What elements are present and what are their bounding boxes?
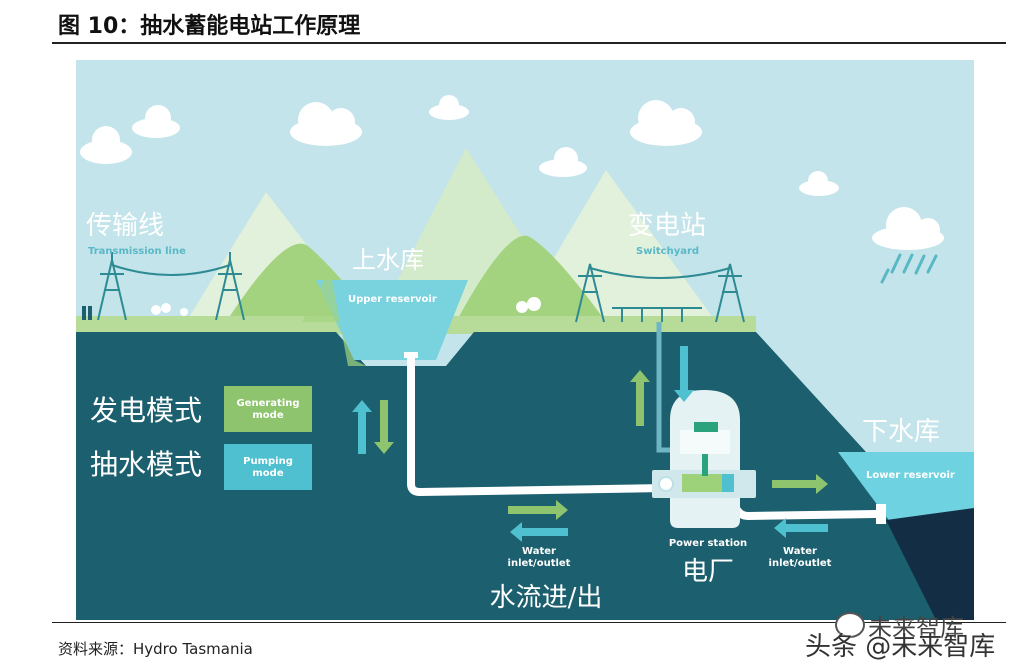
updown-arrows-left xyxy=(352,400,394,454)
water-inlet-left-1: Water xyxy=(522,546,556,557)
upper-reservoir-water xyxy=(316,280,468,360)
upper-reservoir-rim xyxy=(302,280,366,366)
upper-reservoir-label-en: Upper reservoir xyxy=(348,294,437,305)
transmission-label-cn: 传输线 xyxy=(86,211,164,241)
mountain-right-green xyxy=(456,235,606,322)
switchyard-label-en: Switchyard xyxy=(636,246,699,257)
pumping-mode-label-en-1: Pumping xyxy=(243,456,293,467)
upper-reservoir-label-cn: 上水库 xyxy=(352,246,424,274)
water-inlet-right-1: Water xyxy=(783,546,817,557)
watermark-top: 未来智库 xyxy=(868,614,964,642)
bottom-rule xyxy=(52,622,1006,623)
switchyard-label-cn: 变电站 xyxy=(628,211,706,241)
figure-title: 图 10：抽水蓄能电站工作原理 xyxy=(58,14,361,39)
pumping-mode-box xyxy=(224,444,312,490)
pumping-mode-label-cn: 抽水模式 xyxy=(90,448,202,481)
watermark: 头条 @未来智库 xyxy=(805,632,996,662)
generating-mode-label-cn: 发电模式 xyxy=(90,394,202,427)
clouds xyxy=(80,95,944,250)
generating-mode-label-en-1: Generating xyxy=(236,398,299,409)
water-flow-label-cn: 水流进/出 xyxy=(490,583,603,613)
power-station-label-cn: 电厂 xyxy=(682,557,734,587)
lower-reservoir-label-en: Lower reservoir xyxy=(866,470,955,481)
water-inlet-left-2: inlet/outlet xyxy=(508,558,571,569)
generating-mode-label-en-2: mode xyxy=(252,410,283,421)
pipe-inlet-cap xyxy=(404,352,418,358)
transmission-towers-right xyxy=(575,263,745,323)
generating-mode-box xyxy=(224,386,312,432)
lower-reservoir-label-cn: 下水库 xyxy=(862,417,940,447)
lower-reservoir-water xyxy=(838,452,974,530)
power-station-label-en: Power station xyxy=(669,538,747,549)
pumped-storage-diagram: 传输线 Transmission line 上水库 Upper reservoi… xyxy=(76,60,974,620)
transmission-label-en: Transmission line xyxy=(88,246,186,257)
water-inlet-right-2: inlet/outlet xyxy=(769,558,832,569)
rain-icon xyxy=(880,253,938,284)
people-icon xyxy=(82,306,92,320)
lower-reservoir-bed xyxy=(886,508,974,620)
updown-arrows-right xyxy=(630,346,694,426)
top-rule xyxy=(52,42,1006,44)
figure-source: 资料来源：Hydro Tasmania xyxy=(58,640,253,658)
pumping-mode-label-en-2: mode xyxy=(252,468,283,479)
trees xyxy=(151,297,541,316)
wechat-icon xyxy=(835,612,865,638)
power-station xyxy=(652,390,756,528)
flow-arrows-right xyxy=(772,474,828,538)
pipe-outlet-cap xyxy=(876,504,886,524)
transmission-towers-left xyxy=(97,252,245,321)
flow-arrows-left xyxy=(508,500,568,542)
